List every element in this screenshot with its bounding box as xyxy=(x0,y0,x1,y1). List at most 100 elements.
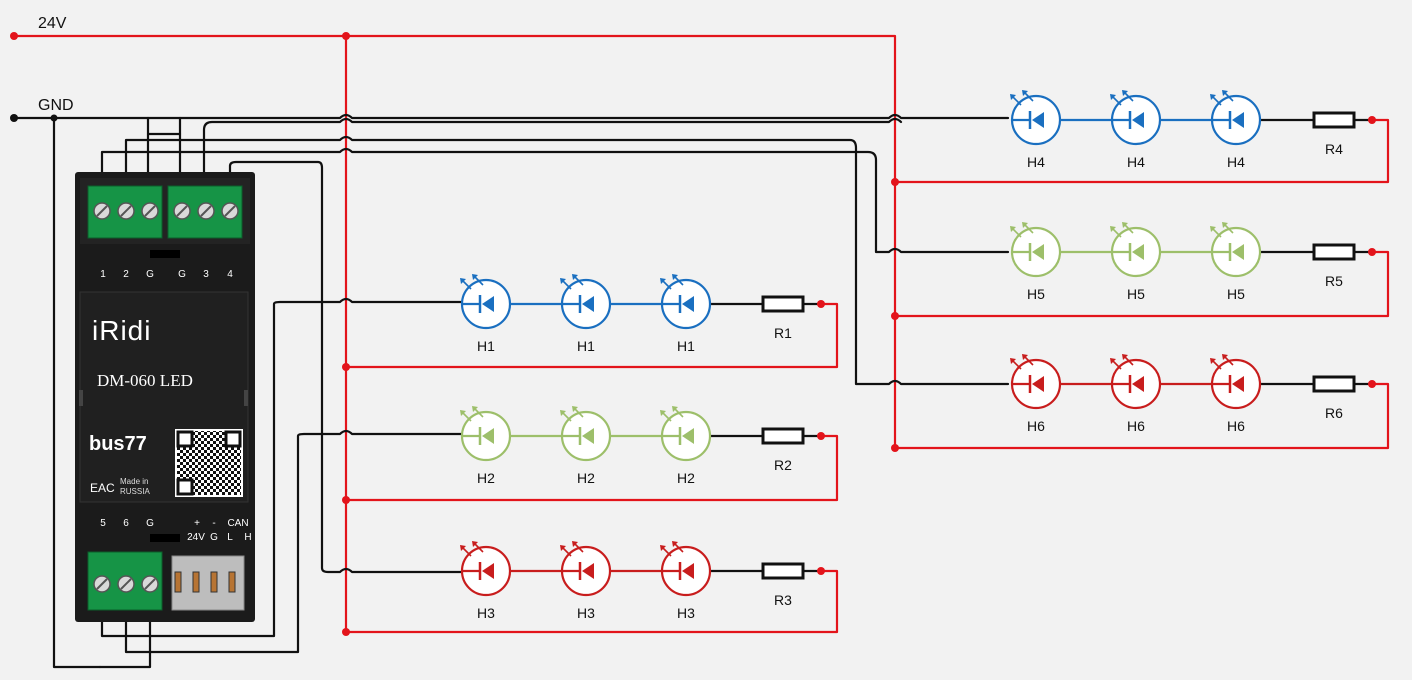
led-label: H1 xyxy=(577,338,595,354)
terminal-screw xyxy=(117,202,135,220)
led-label: H2 xyxy=(577,470,595,486)
terminal-screw xyxy=(197,202,215,220)
can-label: CAN xyxy=(227,518,248,529)
led: H2 xyxy=(560,406,612,486)
terminal-label: 6 xyxy=(123,518,129,529)
led-label: H1 xyxy=(477,338,495,354)
resistor-label: R3 xyxy=(774,592,792,608)
resistor xyxy=(1312,243,1376,261)
terminal-label: 2 xyxy=(123,269,129,280)
led-label: H4 xyxy=(1127,154,1145,170)
made-in-line1: Made in xyxy=(120,477,148,486)
bottom-screw-row xyxy=(93,571,236,593)
terminal-label: 4 xyxy=(227,269,233,280)
led: H1 xyxy=(560,274,612,354)
module-brand: iRidi xyxy=(92,315,151,346)
can-h-label: H xyxy=(244,532,251,543)
resistor-label: R2 xyxy=(774,457,792,473)
resistor-label: R1 xyxy=(774,325,792,341)
terminal-screw xyxy=(221,202,239,220)
led-label: H3 xyxy=(577,605,595,621)
led: H2 xyxy=(660,406,712,486)
terminal-screw xyxy=(141,575,159,593)
led: H1 xyxy=(460,274,512,354)
can-pin xyxy=(228,571,236,593)
led: H5 xyxy=(1110,222,1162,302)
led: H6 xyxy=(1110,354,1162,434)
rail-gnd-label: GND xyxy=(38,97,74,114)
resistor xyxy=(761,562,825,580)
rail-24v xyxy=(10,32,897,634)
led: H1 xyxy=(660,274,712,354)
led: H4 xyxy=(1110,90,1162,170)
terminal-screw xyxy=(93,575,111,593)
led: H6 xyxy=(1210,354,1262,434)
power-plus-label: + xyxy=(194,518,200,529)
led-label: H4 xyxy=(1227,154,1245,170)
dimmer-module xyxy=(75,172,255,622)
string-h2 xyxy=(342,434,839,504)
terminal-label: G xyxy=(146,269,154,280)
bottom-terminal-labels: 5 6 G + - CAN 24V G L H xyxy=(100,518,251,543)
terminal-screw xyxy=(173,202,191,220)
led: H3 xyxy=(660,541,712,621)
led-label: H5 xyxy=(1027,286,1045,302)
resistor xyxy=(761,427,825,445)
output-wires-bottom xyxy=(98,297,464,669)
module-model: DM-060 LED xyxy=(97,371,193,390)
rail-24v-label: 24V xyxy=(38,15,67,32)
led: H5 xyxy=(1210,222,1262,302)
led-label: H6 xyxy=(1127,418,1145,434)
power-minus-label: - xyxy=(212,518,215,529)
resistor-label: R4 xyxy=(1325,141,1343,157)
terminal-screw xyxy=(117,575,135,593)
led-label: H3 xyxy=(477,605,495,621)
resistor xyxy=(761,295,825,313)
terminal-label: 1 xyxy=(100,269,106,280)
led: H6 xyxy=(1010,354,1062,434)
led-label: H6 xyxy=(1227,418,1245,434)
can-pin xyxy=(192,571,200,593)
led: H3 xyxy=(460,541,512,621)
led-label: H5 xyxy=(1227,286,1245,302)
string-h3 xyxy=(342,569,839,636)
led: H3 xyxy=(560,541,612,621)
terminal-label: G xyxy=(178,269,186,280)
led: H4 xyxy=(1010,90,1062,170)
led-label: H3 xyxy=(677,605,695,621)
made-in-line2: RUSSIA xyxy=(120,487,150,496)
led: H4 xyxy=(1210,90,1262,170)
led-label: H6 xyxy=(1027,418,1045,434)
terminal-label: G xyxy=(146,518,154,529)
string-h4 xyxy=(891,118,1390,186)
bus-logo: bus77 xyxy=(89,433,147,455)
string-h1 xyxy=(342,302,839,371)
terminal-label: 5 xyxy=(100,518,106,529)
output-wires-top xyxy=(100,117,1010,574)
led-label: H1 xyxy=(677,338,695,354)
can-l-label: L xyxy=(227,532,233,543)
can-pin xyxy=(174,571,182,593)
resistor-label: R5 xyxy=(1325,273,1343,289)
rail-gnd xyxy=(10,113,1010,669)
can-pin xyxy=(210,571,218,593)
led: H2 xyxy=(460,406,512,486)
led: H5 xyxy=(1010,222,1062,302)
resistor xyxy=(1312,111,1376,129)
led-label: H4 xyxy=(1027,154,1045,170)
led-label: H2 xyxy=(677,470,695,486)
top-screw-row xyxy=(93,202,239,220)
string-h6 xyxy=(891,382,1390,452)
terminal-screw xyxy=(93,202,111,220)
led-label: H2 xyxy=(477,470,495,486)
string-h5 xyxy=(891,250,1390,320)
power-24v-label: 24V xyxy=(187,532,205,543)
